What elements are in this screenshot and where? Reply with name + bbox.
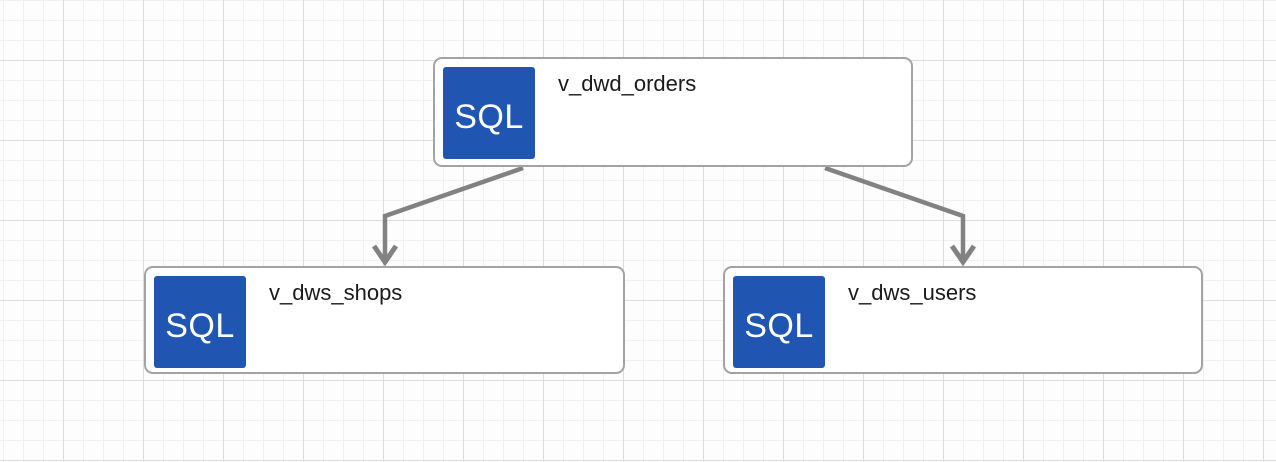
- node-v_dwd_orders[interactable]: SQL v_dwd_orders: [433, 57, 913, 167]
- edge-v_dwd_orders-to-v_dws_shops: [371, 165, 524, 267]
- node-v_dws_shops[interactable]: SQL v_dws_shops: [144, 266, 625, 374]
- sql-icon: SQL: [443, 67, 535, 159]
- node-title: v_dws_users: [848, 280, 977, 305]
- sql-icon: SQL: [154, 276, 246, 368]
- node-v_dws_users[interactable]: SQL v_dws_users: [723, 266, 1203, 374]
- node-title: v_dwd_orders: [558, 71, 697, 96]
- node-title: v_dws_shops: [269, 280, 403, 305]
- sql-icon: SQL: [733, 276, 825, 368]
- edge-v_dwd_orders-to-v_dws_users: [824, 165, 977, 267]
